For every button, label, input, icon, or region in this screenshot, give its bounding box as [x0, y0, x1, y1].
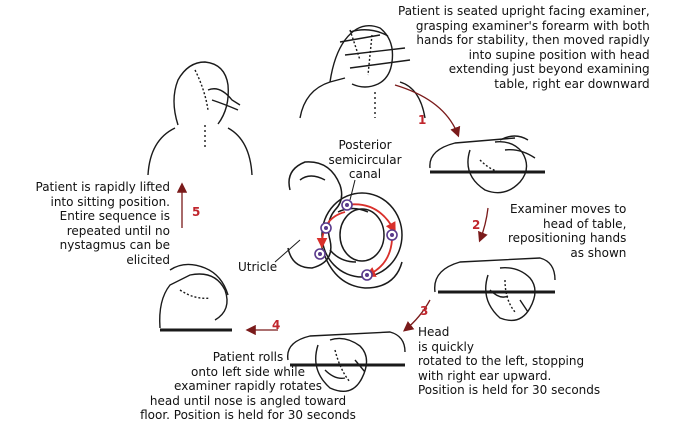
step-2-text: Examiner moves to head of table, reposit…: [508, 202, 627, 260]
sequence-arrows: [176, 84, 489, 336]
step-5-number: 5: [192, 205, 201, 219]
step-4-text: Patient rolls onto left side while exami…: [140, 350, 356, 422]
step-3-text: Head is quickly rotated to the left, sto…: [418, 325, 601, 397]
step-4-number: 4: [272, 318, 281, 332]
step-1-text: Patient is seated upright facing examine…: [398, 4, 650, 91]
sitting-patient-figure: [147, 61, 253, 176]
side-lying-figure: [286, 331, 406, 392]
otoliths: [314, 199, 398, 281]
step-2-number: 2: [472, 218, 481, 232]
supine-patient-figure: [429, 135, 545, 194]
step-3-number: 3: [420, 304, 429, 318]
inner-ear-illustration: [287, 161, 403, 289]
step-5-text: Patient is rapidly lifted into sitting p…: [35, 180, 171, 267]
label-leader-lines: [274, 179, 356, 263]
utricle-label: Utricle: [238, 260, 278, 274]
lifting-patient-figure: [159, 263, 232, 332]
step-1-number: 1: [418, 113, 427, 127]
posterior-canal-label: Posterior semicircular canal: [328, 138, 402, 181]
head-rotated-figure: [434, 257, 556, 322]
seated-patient-figure: [299, 25, 426, 119]
